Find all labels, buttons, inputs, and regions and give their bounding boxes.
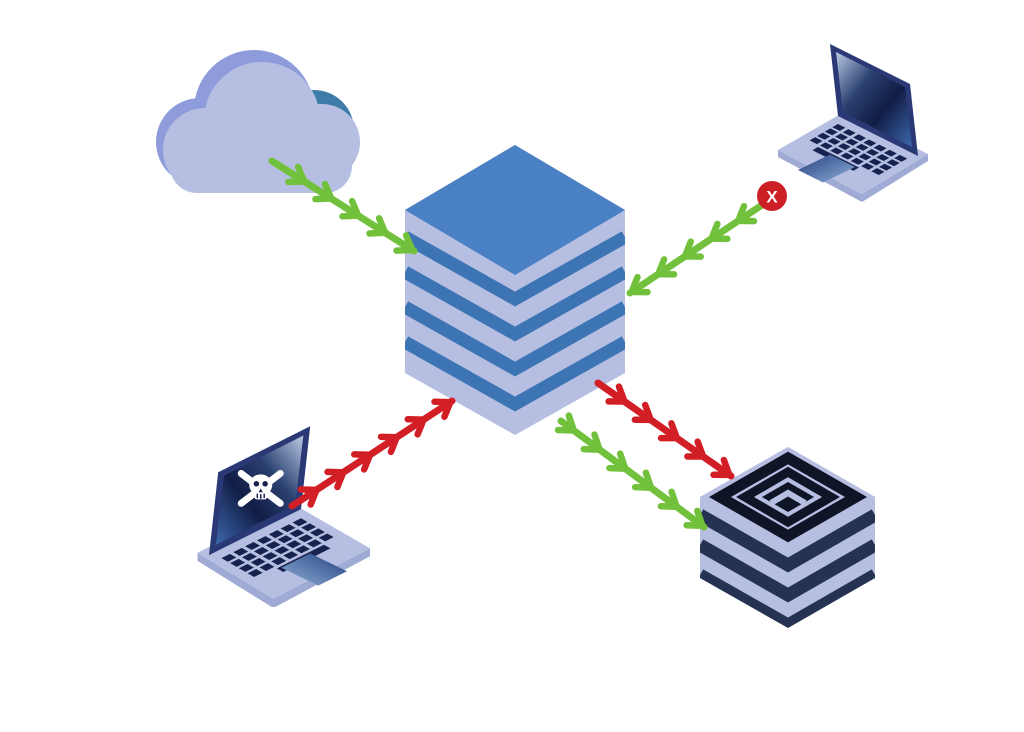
label-box-attacker xyxy=(207,607,280,631)
server-stripes xyxy=(700,509,875,628)
connection-client-to-firewall xyxy=(626,201,766,297)
server-center-chevron xyxy=(769,489,807,506)
server-ring-inner xyxy=(736,466,840,528)
label-box-server xyxy=(615,607,720,632)
badge-circle xyxy=(757,181,787,211)
laptop-base-edge xyxy=(197,548,370,608)
laptop-keyboard xyxy=(809,124,908,175)
label-box-internet xyxy=(143,231,223,255)
server-stack-icon xyxy=(700,447,875,628)
connection-firewall-to-server-green xyxy=(554,412,708,531)
attacker-laptop-icon xyxy=(197,426,370,608)
server-ring-outer xyxy=(708,451,868,543)
label-box-firewall xyxy=(513,102,543,130)
connection-attacker-to-firewall xyxy=(288,397,456,510)
firewall-top-face xyxy=(405,145,625,275)
blocked-x-badge: X xyxy=(757,181,787,211)
laptop-trackpad xyxy=(281,553,347,586)
label-boxes xyxy=(143,102,903,632)
laptop-trackpad xyxy=(798,154,855,183)
laptop-keyboard xyxy=(221,518,334,577)
firewall-stack-icon xyxy=(405,145,625,435)
laptop-screen xyxy=(836,52,912,147)
connections-layer xyxy=(268,157,766,531)
skull-icon xyxy=(237,469,284,507)
client-laptop-icon xyxy=(778,44,928,202)
internet-cloud-icon xyxy=(156,50,360,193)
laptop-base-edge xyxy=(778,150,928,202)
connection-cloud-to-firewall xyxy=(268,157,418,255)
connection-firewall-to-server-red xyxy=(594,379,735,480)
firewall-stripes xyxy=(405,231,625,412)
badge-x-glyph: X xyxy=(766,188,778,207)
server-ring-center xyxy=(762,482,814,512)
label-box-client xyxy=(815,230,903,255)
